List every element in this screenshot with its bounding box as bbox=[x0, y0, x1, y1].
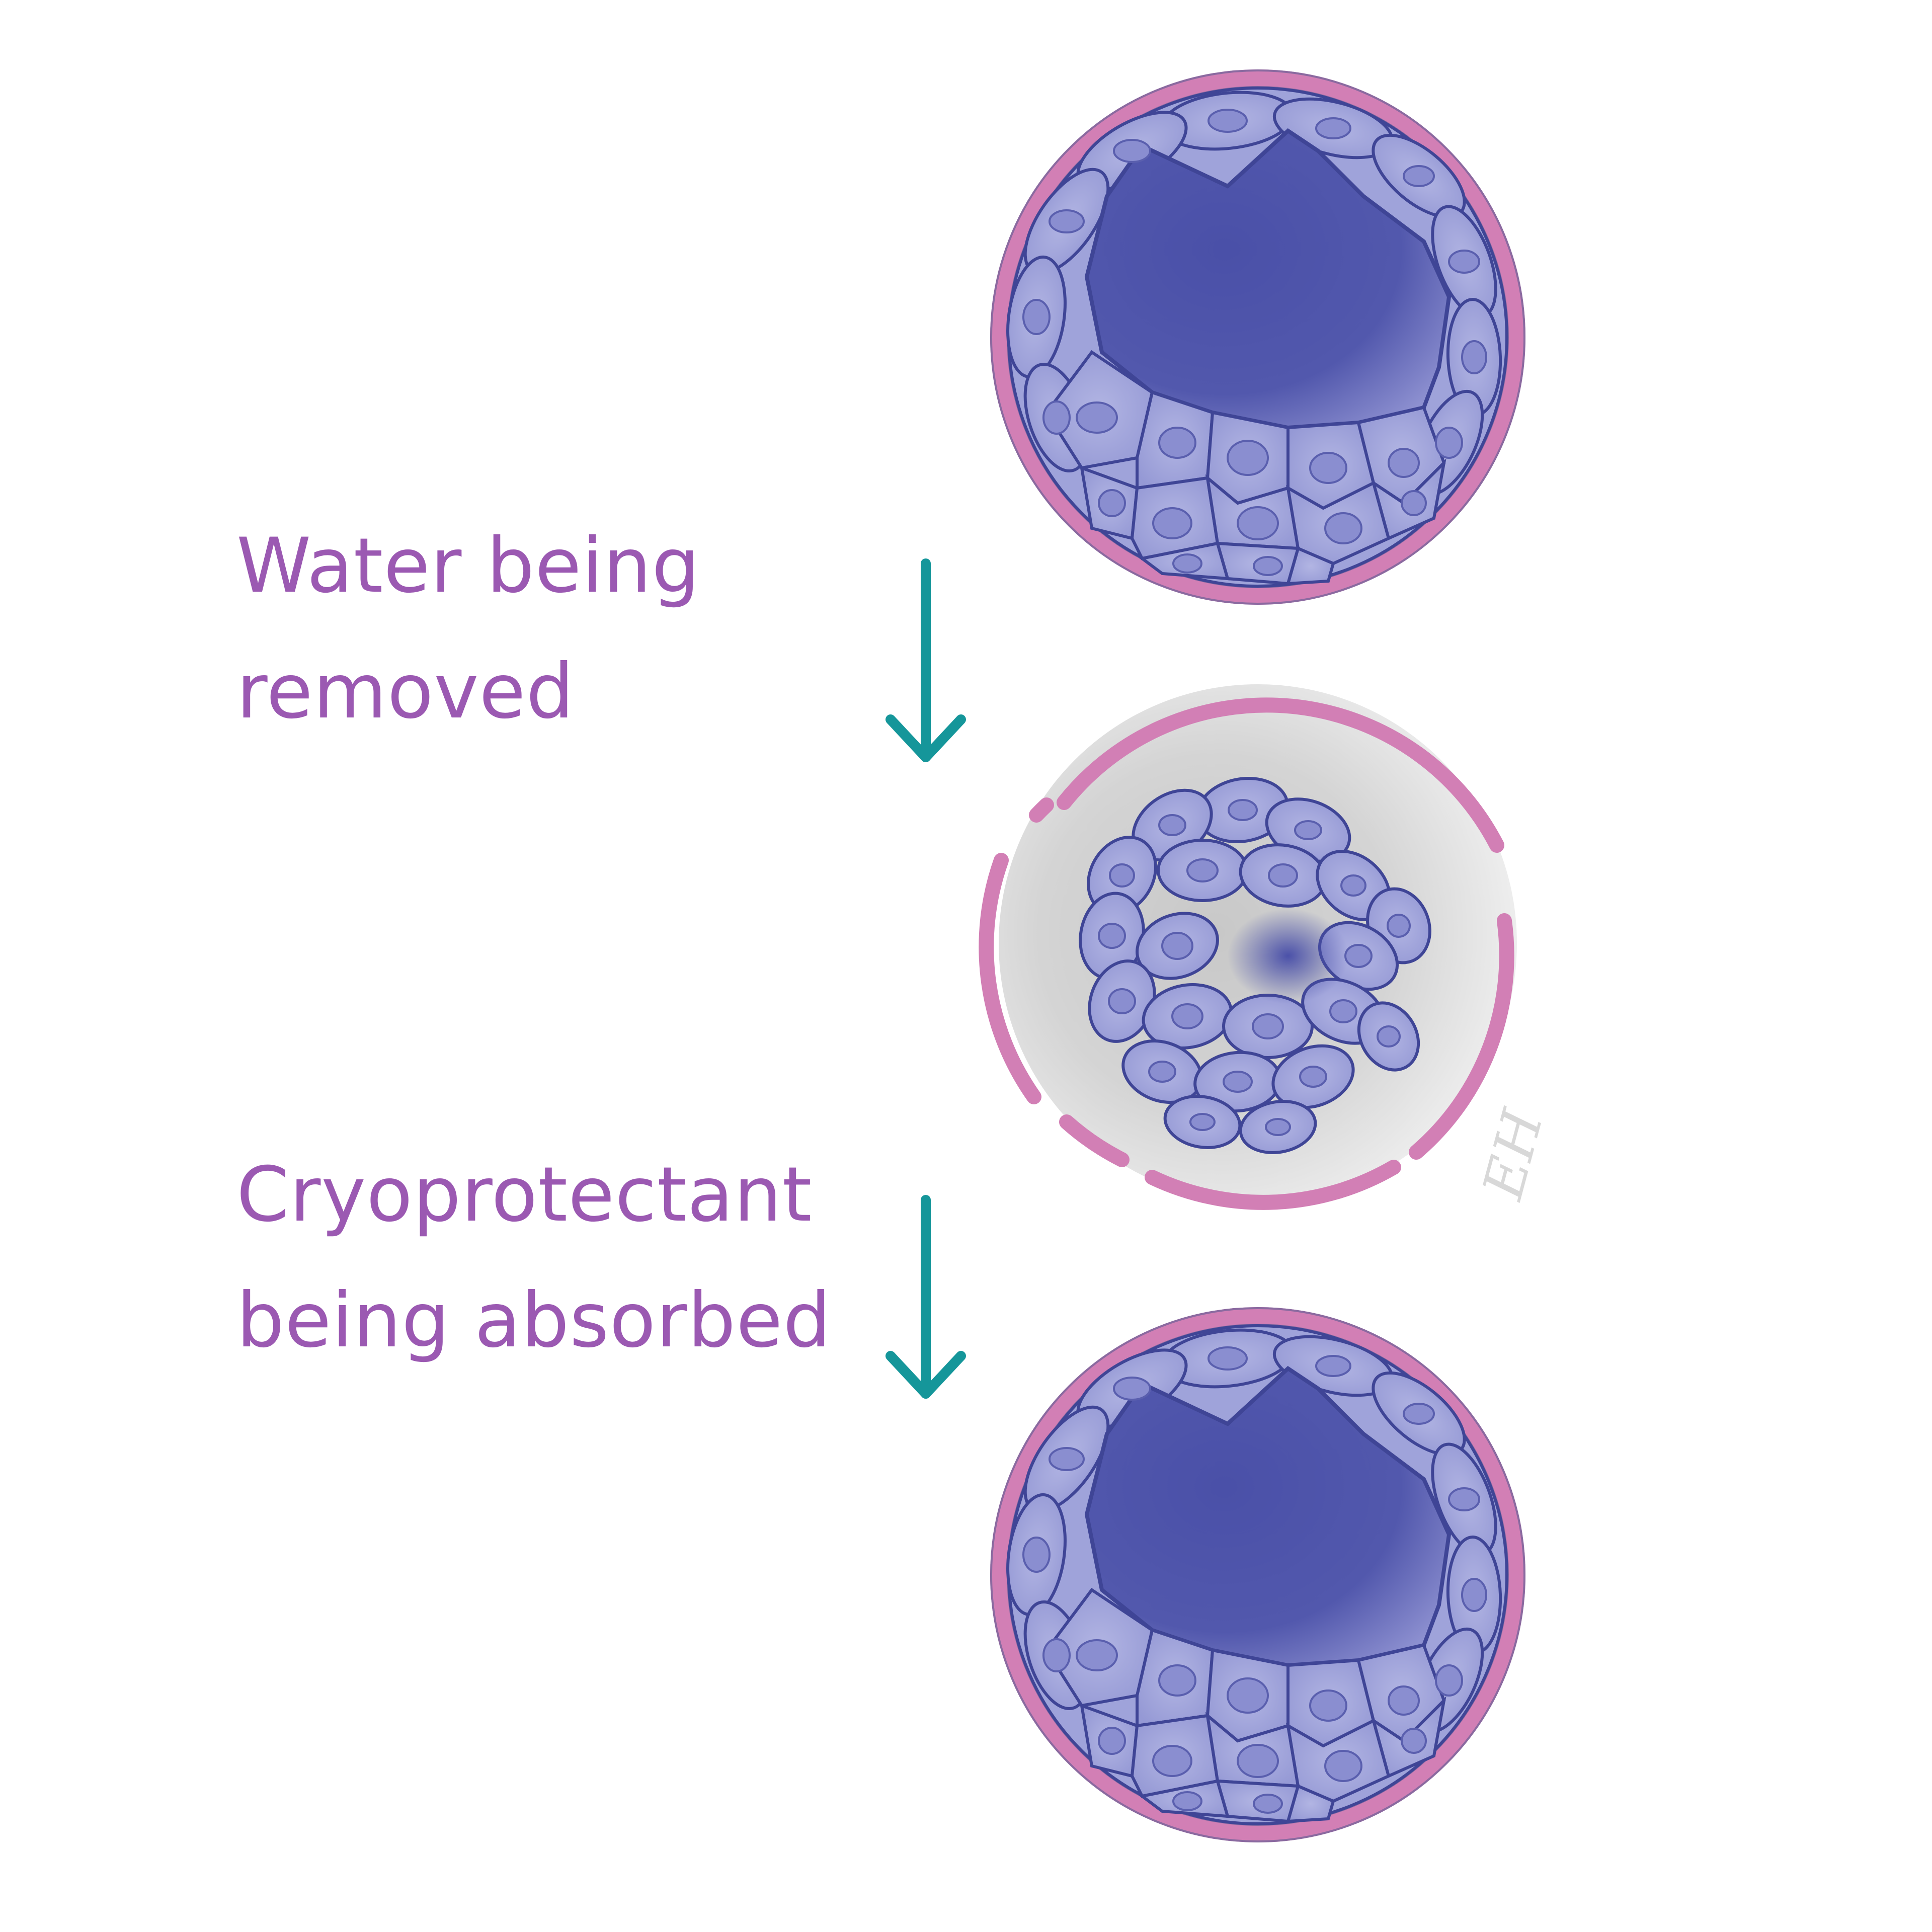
step-1-caption: Water being removed bbox=[236, 503, 700, 755]
arrow-down-icon bbox=[886, 558, 966, 762]
artist-signature: EH bbox=[1470, 1102, 1556, 1206]
expanded-embryo bbox=[991, 70, 1524, 604]
step-2-line-1: Cryoprotectant bbox=[236, 1151, 813, 1239]
step-1-line-2: removed bbox=[236, 648, 575, 736]
step-2-line-2: being absorbed bbox=[236, 1277, 832, 1364]
re-expanded-embryo bbox=[991, 1308, 1524, 1841]
arrow-down-icon bbox=[886, 1195, 966, 1399]
step-2-caption: Cryoprotectant being absorbed bbox=[236, 1132, 832, 1384]
collapsed-embryo: EH bbox=[979, 684, 1556, 1210]
step-1-line-1: Water being bbox=[236, 522, 700, 610]
